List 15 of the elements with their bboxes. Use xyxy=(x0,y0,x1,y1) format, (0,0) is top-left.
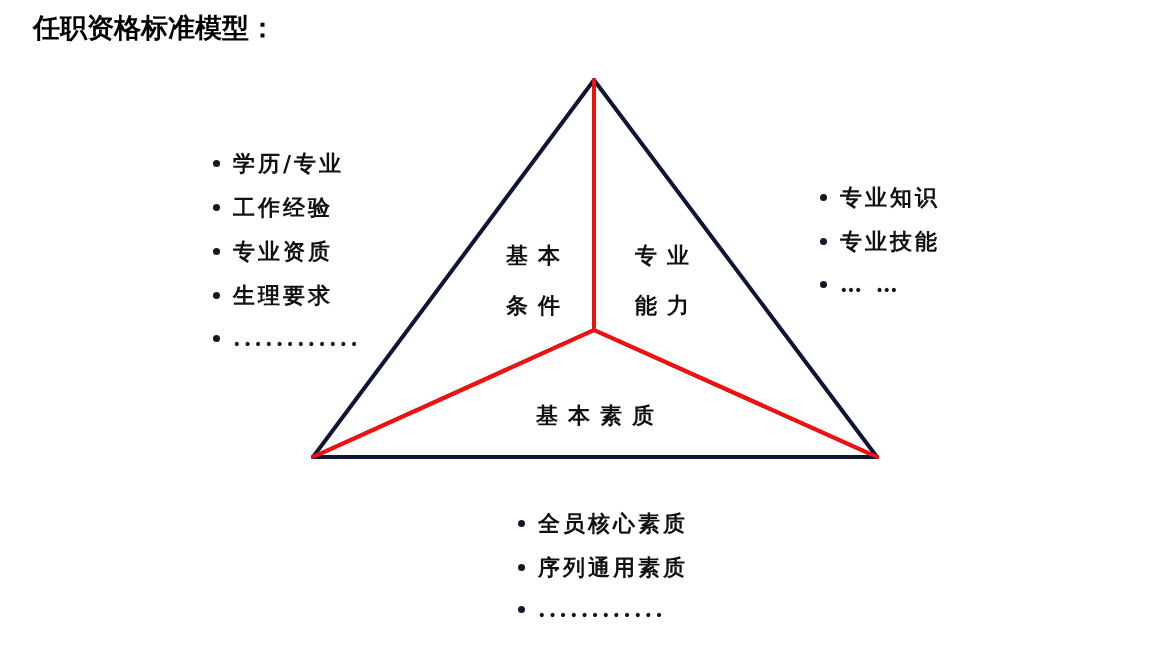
list-item: 学历/专业 xyxy=(233,149,345,178)
section-label: 基本素质 xyxy=(535,401,665,430)
list-item: 工作经验 xyxy=(233,193,333,222)
list-item: ............ xyxy=(233,324,361,353)
section-label: 专业能力 xyxy=(634,241,700,320)
list-item: 专业资质 xyxy=(233,237,333,266)
list-item: 生理要求 xyxy=(233,281,333,310)
list-item: 序列通用素质 xyxy=(538,553,688,582)
list-item: … … xyxy=(840,270,901,299)
diagram-title: 任职资格标准模型： xyxy=(33,11,276,45)
section-label: 基本条件 xyxy=(505,241,571,320)
list-item: ............ xyxy=(538,595,666,624)
list-item: 专业技能 xyxy=(840,227,940,256)
list-item: 专业知识 xyxy=(840,183,940,212)
list-item: 全员核心素质 xyxy=(538,509,688,538)
